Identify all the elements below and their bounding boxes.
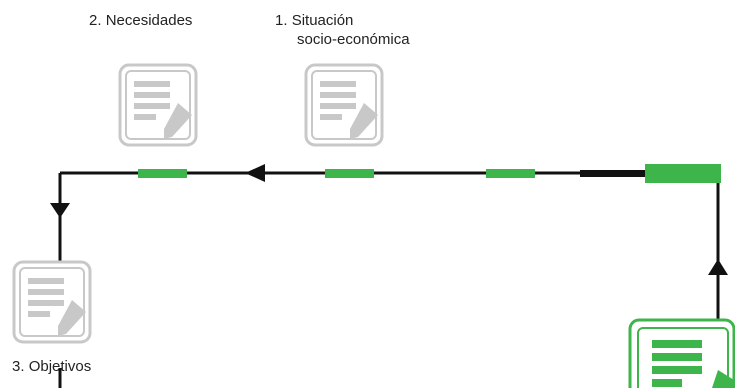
green-segment [325, 169, 374, 178]
green-segment-large [645, 164, 721, 183]
document-edit-icon [12, 260, 92, 344]
step-1-label: 1. Situación [275, 12, 353, 30]
arrow-left-icon [245, 164, 265, 182]
arrow-up-icon [708, 259, 728, 275]
document-edit-icon [118, 63, 198, 147]
document-edit-icon [304, 63, 384, 147]
flow-lines [58, 171, 720, 388]
step-1-title-line1: Situación [291, 12, 354, 29]
step-1-title-line2: socio-económica [297, 31, 410, 48]
step-2-title: Necesidades [105, 12, 193, 29]
step-2-label: 2. Necesidades [89, 12, 192, 30]
arrow-down-icon [50, 203, 70, 218]
progress-segments [138, 164, 721, 183]
green-segment [486, 169, 535, 178]
step-3-number: 3. [12, 358, 25, 375]
green-segment [138, 169, 187, 178]
step-2-number: 2. [89, 12, 102, 29]
step-1-number: 1. [275, 12, 288, 29]
step-3-label: 3. Objetivos [12, 358, 91, 376]
flow-line-thick-segment [580, 170, 646, 177]
document-edit-icon-active [628, 318, 735, 388]
step-3-title: Objetivos [28, 358, 92, 375]
